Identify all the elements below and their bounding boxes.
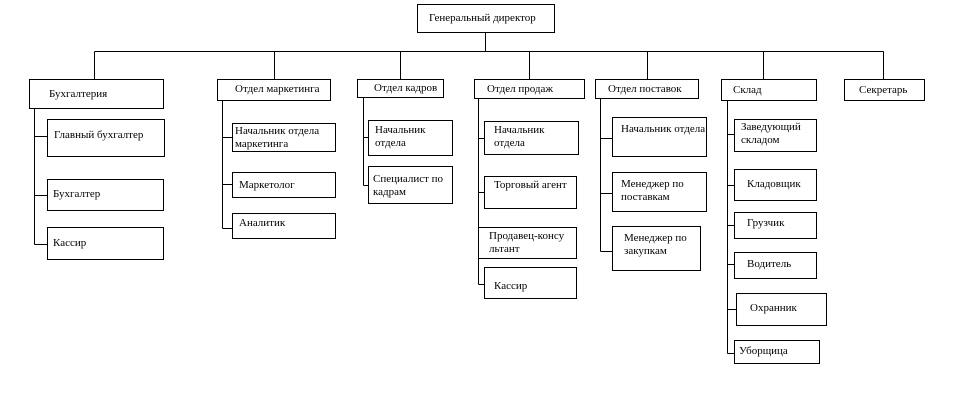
root-director: Генеральный директор — [417, 4, 555, 33]
staff-box: Начальник отдела маркетинга — [232, 123, 336, 152]
staff-box: Заведующий складом — [734, 119, 817, 152]
dept-hr: Отдел кадров — [357, 79, 444, 98]
staff-box: Охранник — [736, 293, 827, 326]
dept-sales: Отдел продаж — [474, 79, 585, 99]
staff-box: Кладовщик — [734, 169, 817, 201]
dept-marketing: Отдел маркетинга — [217, 79, 331, 101]
staff-box: Маркетолог — [232, 172, 336, 198]
staff-box: Начальник отдела — [368, 120, 453, 156]
staff-box: Менеджер по закупкам — [612, 226, 701, 271]
dept-secretary: Секретарь — [844, 79, 925, 101]
staff-box: Водитель — [734, 252, 817, 279]
staff-box: Кассир — [484, 267, 577, 299]
staff-box: Продавец-консультант — [478, 227, 577, 259]
staff-box: Главный бухгалтер — [47, 119, 165, 157]
staff-box: Специалист по кадрам — [368, 166, 453, 204]
dept-supply: Отдел поставок — [595, 79, 699, 99]
staff-box: Начальник отдела — [484, 121, 579, 155]
staff-box: Менеджер по поставкам — [612, 172, 707, 212]
staff-box: Торговый агент — [484, 176, 577, 209]
staff-box: Начальник отдела — [612, 117, 707, 157]
staff-box: Уборщица — [734, 340, 820, 364]
staff-box: Грузчик — [734, 212, 817, 239]
dept-warehouse: Склад — [721, 79, 817, 101]
staff-box: Кассир — [47, 227, 164, 260]
staff-box: Аналитик — [232, 213, 336, 239]
dept-accounting: Бухгалтерия — [29, 79, 164, 109]
staff-box: Бухгалтер — [47, 179, 164, 211]
